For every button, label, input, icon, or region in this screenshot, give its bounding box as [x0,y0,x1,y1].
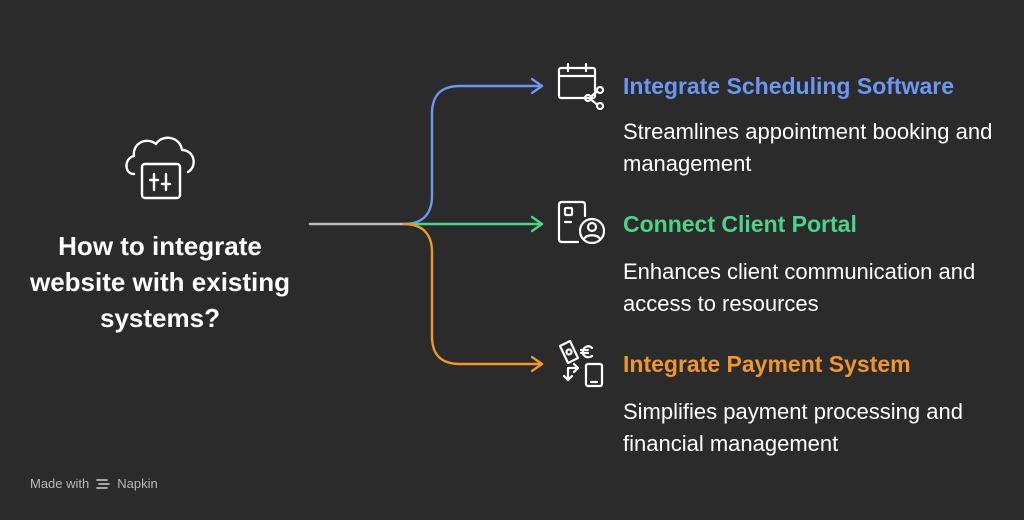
branch-description: Enhances client communication and access… [623,259,976,316]
branch-title: Integrate Payment System [623,351,911,377]
payment-exchange-icon [558,339,604,388]
napkin-brand: Napkin [117,476,158,491]
orange-connector [402,222,544,366]
branch-description: Simplifies payment processing and financ… [623,399,963,456]
green-arrowhead [530,215,544,233]
blue-arrowhead [530,77,544,95]
client-portal-icon [557,200,606,245]
made-with-label: Made with [30,476,90,491]
diagram-title: How to integrate website with existing s… [29,231,291,333]
napkin-watermark: Made with Napkin [30,476,158,491]
branch-description: Streamlines appointment booking and mana… [623,119,993,176]
branch-title: Connect Client Portal [623,211,857,237]
orange-arrowhead [530,355,544,373]
napkin-logo-icon [96,478,111,489]
branch-title: Integrate Scheduling Software [623,73,954,99]
calendar-share-icon [557,62,605,110]
cloud-settings-icon [125,136,195,200]
blue-connector [402,84,544,226]
